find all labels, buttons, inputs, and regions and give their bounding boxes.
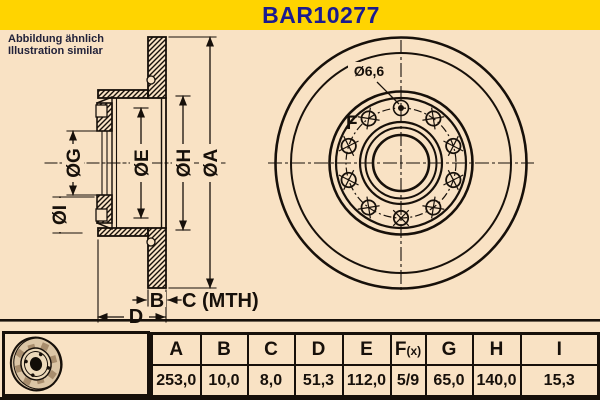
bottom-border bbox=[0, 397, 600, 400]
dim-label-d: D bbox=[129, 306, 143, 328]
table-value-g: 65,0 bbox=[424, 364, 474, 398]
table-header-g: G bbox=[424, 332, 474, 366]
table-value-b: 10,0 bbox=[199, 364, 249, 398]
note-line-en: Illustration similar bbox=[8, 45, 103, 57]
table-header-row: A B C D E F(x) G H I bbox=[150, 332, 600, 366]
bolt-holes bbox=[338, 99, 464, 227]
dim-label-diameter-e: ØE bbox=[132, 149, 153, 176]
front-view: Ø6,6 F bbox=[268, 36, 534, 291]
table-header-b: B bbox=[199, 332, 249, 366]
table-value-i: 15,3 bbox=[519, 364, 600, 398]
dim-label-diameter-g: ØG bbox=[64, 148, 85, 178]
table-header-fx: F(x) bbox=[389, 332, 427, 366]
hole-leader-line bbox=[376, 81, 400, 105]
brake-disc-photo-box bbox=[2, 331, 150, 397]
section-divider bbox=[0, 319, 600, 322]
dim-label-diameter-i: ØI bbox=[50, 205, 71, 225]
illustration-note: Abbildung ähnlich Illustration similar bbox=[8, 33, 104, 57]
brake-disc-icon bbox=[9, 336, 63, 392]
dim-label-c-mth: C (MTH) bbox=[182, 290, 259, 312]
table-value-e: 112,0 bbox=[341, 364, 392, 398]
table-header-e: E bbox=[341, 332, 392, 366]
table-header-c: C bbox=[246, 332, 296, 366]
hole-diameter-label: Ø6,6 bbox=[354, 63, 385, 79]
table-header-h: H bbox=[471, 332, 522, 366]
table-header-a: A bbox=[150, 332, 202, 366]
table-value-h: 140,0 bbox=[471, 364, 522, 398]
bolt-circle-label: F bbox=[346, 113, 358, 134]
table-value-c: 8,0 bbox=[246, 364, 296, 398]
note-line-de: Abbildung ähnlich bbox=[8, 33, 104, 45]
table-header-i: I bbox=[519, 332, 600, 366]
dim-label-b: B bbox=[150, 290, 164, 312]
dim-label-diameter-h: ØH bbox=[174, 149, 195, 178]
table-header-d: D bbox=[293, 332, 344, 366]
part-number-banner: BAR10277 bbox=[0, 0, 600, 30]
reference-hole bbox=[392, 99, 410, 117]
table-value-a: 253,0 bbox=[150, 364, 202, 398]
dim-label-diameter-a: ØA bbox=[201, 148, 222, 177]
table-value-d: 51,3 bbox=[293, 364, 344, 398]
table-value-row: 253,0 10,0 8,0 51,3 112,0 5/9 65,0 140,0… bbox=[150, 364, 600, 398]
part-number-title: BAR10277 bbox=[262, 2, 380, 28]
table-value-fx: 5/9 bbox=[389, 364, 427, 398]
cross-section-view: ØG ØE ØH ØA ØI B C (MTH) D bbox=[44, 36, 259, 328]
dimensions-table: A B C D E F(x) G H I 253,0 10,0 8,0 51,3… bbox=[150, 332, 600, 398]
